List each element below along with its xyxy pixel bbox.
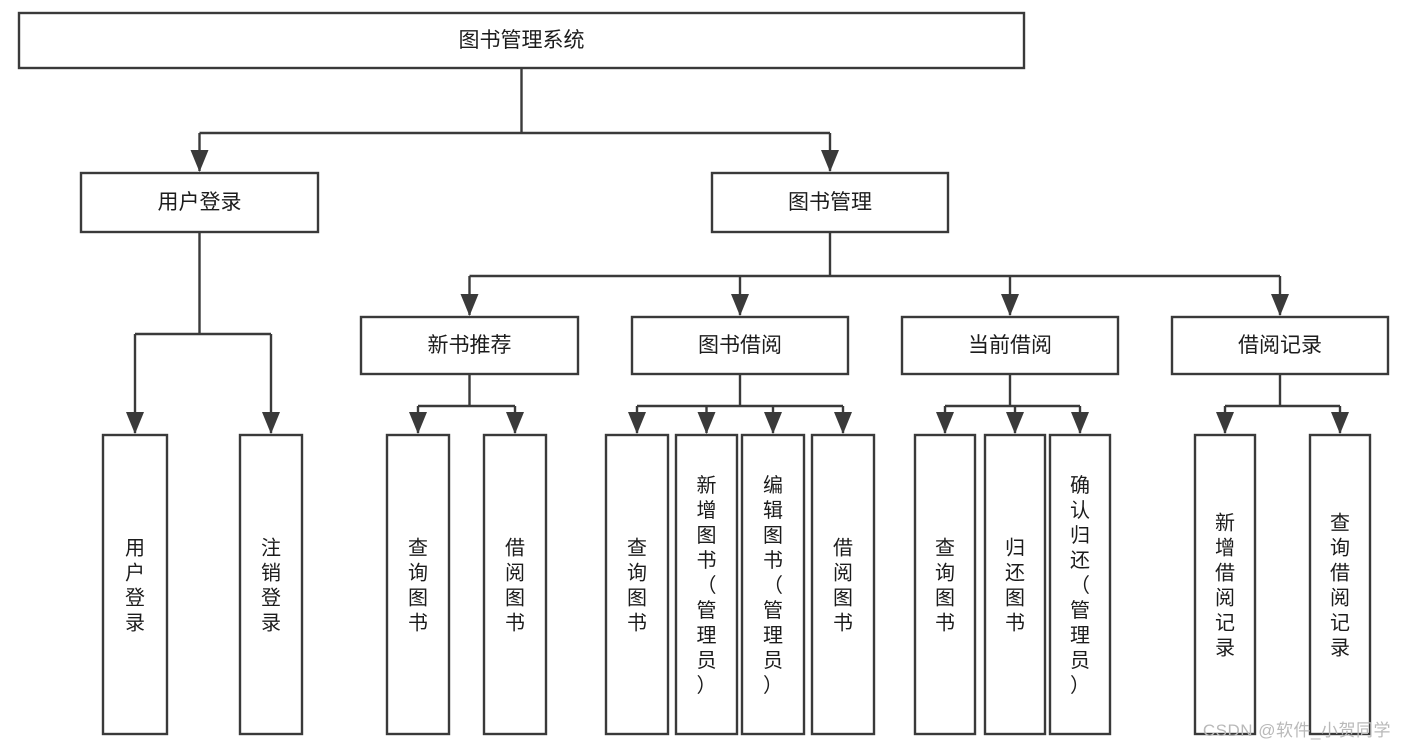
node-leaf-borrow-book-new[interactable]: 借阅图书 (482, 433, 548, 736)
node-leaf-add-book-admin[interactable]: 新增图书（管理员） (674, 433, 739, 736)
arrow-head-icon-current-borrow (1001, 294, 1019, 316)
node-box-leaf-confirm-return-admin (1048, 433, 1112, 736)
node-label-leaf-query-book-new: 查询图书 (408, 537, 428, 635)
node-label-borrow-record: 借阅记录 (1238, 334, 1322, 357)
node-box-leaf-user-login (101, 433, 169, 736)
node-box-book-borrow (630, 315, 850, 376)
node-leaf-edit-book-admin[interactable]: 编辑图书（管理员） (740, 433, 806, 736)
arrow-head-icon-leaf-query-borrow-record (1331, 412, 1349, 434)
node-leaf-query-book-borrow[interactable]: 查询图书 (604, 433, 670, 736)
arrow-head-icon-new-book-recommend (460, 294, 479, 316)
node-label-leaf-query-book-borrow: 查询图书 (627, 537, 647, 635)
arrow-head-icon-leaf-query-book-borrow (628, 412, 646, 434)
node-box-leaf-query-borrow-record (1308, 433, 1372, 736)
node-label-leaf-query-book-current: 查询图书 (935, 537, 955, 635)
arrow-head-icon-leaf-add-borrow-record (1216, 412, 1234, 434)
node-leaf-logout[interactable]: 注销登录 (238, 433, 304, 736)
node-book-borrow[interactable]: 图书借阅 (630, 315, 850, 376)
node-leaf-add-borrow-record[interactable]: 新增借阅记录 (1193, 433, 1257, 736)
node-box-leaf-borrow-book (810, 433, 876, 736)
node-box-leaf-add-book-admin (674, 433, 739, 736)
node-box-current-borrow (900, 315, 1120, 376)
node-label-leaf-confirm-return-admin: 确认归还（管理员） (1070, 474, 1090, 697)
node-box-borrow-record (1170, 315, 1390, 376)
node-box-leaf-return-book (983, 433, 1047, 736)
node-leaf-query-borrow-record[interactable]: 查询借阅记录 (1308, 433, 1372, 736)
node-leaf-borrow-book[interactable]: 借阅图书 (810, 433, 876, 736)
node-label-leaf-user-login: 用户登录 (125, 538, 145, 635)
node-label-leaf-return-book: 归还图书 (1005, 537, 1025, 635)
node-box-leaf-query-book-current (913, 433, 977, 736)
node-book-management[interactable]: 图书管理 (710, 171, 950, 234)
node-current-borrow[interactable]: 当前借阅 (900, 315, 1120, 376)
node-label-leaf-add-borrow-record: 新增借阅记录 (1215, 512, 1235, 660)
node-leaf-confirm-return-admin[interactable]: 确认归还（管理员） (1048, 433, 1112, 736)
arrow-head-icon-borrow-record (1271, 294, 1289, 316)
node-label-book-borrow: 图书借阅 (698, 334, 782, 357)
node-label-new-book-recommend: 新书推荐 (428, 334, 512, 357)
arrow-head-icon-book-management (821, 150, 839, 172)
arrow-head-icon-leaf-add-book-admin (697, 412, 716, 434)
node-leaf-query-book-current[interactable]: 查询图书 (913, 433, 977, 736)
node-new-book-recommend[interactable]: 新书推荐 (359, 315, 580, 376)
node-label-book-management: 图书管理 (788, 191, 872, 214)
arrow-head-icon-leaf-borrow-book-new (506, 412, 524, 434)
arrow-head-icon-leaf-return-book (1006, 412, 1024, 434)
arrow-head-icon-book-borrow (731, 294, 749, 316)
arrow-head-icon-leaf-query-book-new (409, 412, 427, 434)
node-leaf-user-login[interactable]: 用户登录 (101, 433, 169, 736)
node-leaf-return-book[interactable]: 归还图书 (983, 433, 1047, 736)
arrow-head-icon-user-login (190, 150, 209, 172)
node-user-login[interactable]: 用户登录 (79, 171, 320, 234)
node-label-leaf-query-borrow-record: 查询借阅记录 (1330, 512, 1350, 660)
node-label-leaf-borrow-book-new: 借阅图书 (505, 537, 525, 635)
arrow-head-icon-leaf-edit-book-admin (764, 412, 782, 434)
node-label-leaf-logout: 注销登录 (261, 537, 281, 635)
node-box-leaf-add-borrow-record (1193, 433, 1257, 736)
arrow-head-icon-leaf-confirm-return-admin (1071, 412, 1089, 434)
node-borrow-record[interactable]: 借阅记录 (1170, 315, 1390, 376)
node-label-user-login: 用户登录 (158, 191, 242, 214)
node-label-leaf-edit-book-admin: 编辑图书（管理员） (763, 474, 783, 697)
connector-lines (126, 68, 1349, 434)
node-box-undefined (17, 11, 1026, 70)
node-box-user-login (79, 171, 320, 234)
arrow-head-icon-leaf-query-book-current (936, 412, 954, 434)
node-box-leaf-logout (238, 433, 304, 736)
arrow-head-icon-leaf-user-login (126, 412, 144, 434)
node-box-new-book-recommend (359, 315, 580, 376)
node-box-book-management (710, 171, 950, 234)
node-label-leaf-add-book-admin: 新增图书（管理员） (697, 474, 717, 697)
node-label-undefined: 图书管理系统 (459, 29, 585, 52)
node-label-current-borrow: 当前借阅 (968, 334, 1052, 357)
node-box-leaf-edit-book-admin (740, 433, 806, 736)
node-boxes: 图书管理系统用户登录图书管理新书推荐图书借阅当前借阅借阅记录用户登录注销登录查询… (17, 11, 1390, 736)
node-undefined[interactable]: 图书管理系统 (17, 11, 1026, 70)
node-box-leaf-query-book-new (385, 433, 451, 736)
node-box-leaf-borrow-book-new (482, 433, 548, 736)
node-box-leaf-query-book-borrow (604, 433, 670, 736)
arrow-head-icon-leaf-borrow-book (834, 412, 852, 434)
node-leaf-query-book-new[interactable]: 查询图书 (385, 433, 451, 736)
arrow-head-icon-leaf-logout (262, 412, 280, 434)
node-label-leaf-borrow-book: 借阅图书 (833, 537, 853, 635)
